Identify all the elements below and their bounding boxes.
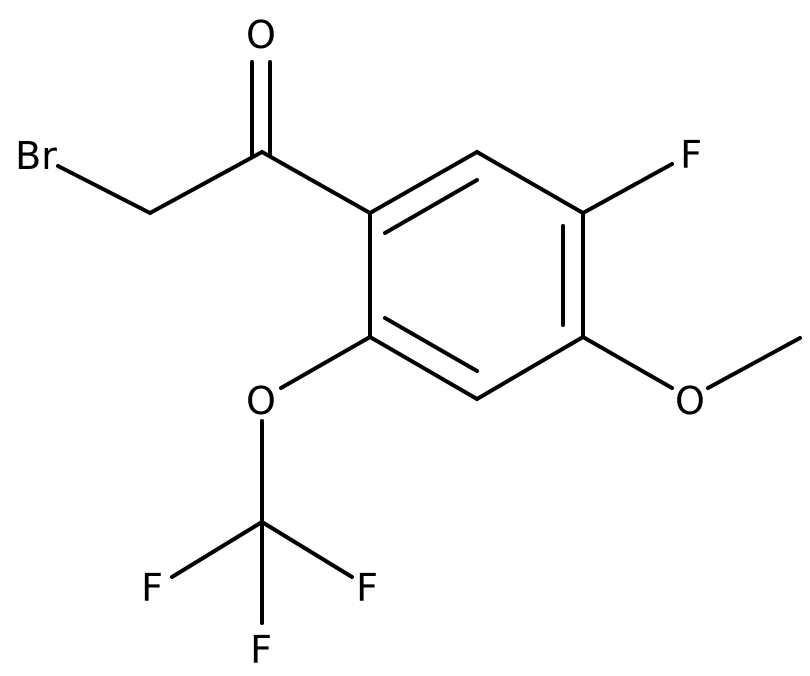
- atom-oxygen-ether: O: [246, 379, 276, 423]
- bond-ring-methoxy-o: [581, 335, 674, 390]
- ring-bond-2: [475, 150, 585, 215]
- bond-methoxy-ch3: [706, 336, 802, 390]
- atom-fluorine-ring: F: [680, 133, 702, 177]
- atom-fluorine-1: F: [141, 566, 163, 610]
- bond-br-ch2: [56, 164, 152, 215]
- bond-ring-fluorine: [581, 162, 674, 215]
- atom-fluorine-2: F: [356, 566, 378, 610]
- ring-bond-1-inner: [383, 178, 479, 235]
- atom-oxygen-carbonyl: O: [246, 13, 276, 57]
- bond-ring-ether-o: [279, 335, 372, 390]
- atom-bromine: Br: [15, 134, 57, 178]
- bond-cf3-f2: [260, 520, 354, 579]
- ring-bond-5-inner: [383, 316, 479, 373]
- ring-bond-4: [475, 335, 585, 401]
- bond-cf3-f1: [170, 520, 264, 579]
- bond-carbonyl-ring: [260, 150, 372, 215]
- atom-fluorine-3: F: [250, 628, 272, 672]
- atom-oxygen-methoxy: O: [675, 379, 705, 423]
- ring-bond-1: [368, 150, 479, 215]
- bond-ch2-carbonyl: [148, 150, 264, 215]
- ring-bond-5: [368, 335, 479, 401]
